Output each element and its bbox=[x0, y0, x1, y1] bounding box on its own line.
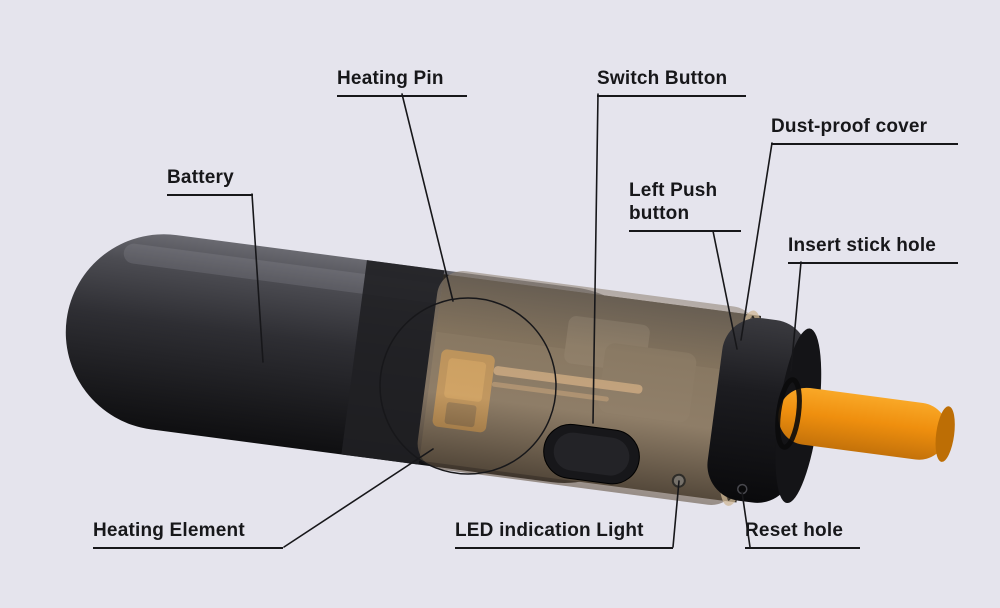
label-battery: Battery bbox=[167, 166, 253, 196]
tobacco-stick-end bbox=[935, 406, 955, 462]
label-heating-pin: Heating Pin bbox=[337, 67, 467, 97]
leader-battery bbox=[251, 193, 264, 363]
body-seam-band bbox=[341, 260, 445, 465]
label-reset-hole: Reset hole bbox=[745, 519, 860, 549]
leader-switch-button bbox=[592, 93, 599, 424]
leader-lines bbox=[251, 93, 802, 548]
tobacco-stick-part bbox=[778, 387, 948, 460]
label-switch-button: Switch Button bbox=[597, 67, 746, 97]
insert-stick-hole-part bbox=[775, 377, 802, 450]
leader-dust-proof-cover bbox=[740, 142, 773, 341]
label-heating-element: Heating Element bbox=[93, 519, 283, 549]
label-insert-stick-hole: Insert stick hole bbox=[788, 234, 958, 264]
label-dust-proof-cover: Dust-proof cover bbox=[771, 115, 958, 145]
leader-heating-pin bbox=[401, 93, 454, 302]
switch-button-face bbox=[553, 432, 630, 476]
leader-led-indication-light bbox=[672, 480, 680, 548]
label-left-push-button: Left Push button bbox=[629, 179, 741, 232]
leader-left-push-button bbox=[712, 230, 738, 350]
leader-reset-hole bbox=[741, 491, 751, 548]
annotation-circle bbox=[379, 297, 557, 475]
leader-heating-element bbox=[283, 448, 434, 548]
label-led-indication-light: LED indication Light bbox=[455, 519, 673, 549]
translucent-cover-part bbox=[417, 270, 757, 505]
leader-insert-stick-hole bbox=[790, 261, 802, 372]
device-group bbox=[65, 234, 955, 506]
